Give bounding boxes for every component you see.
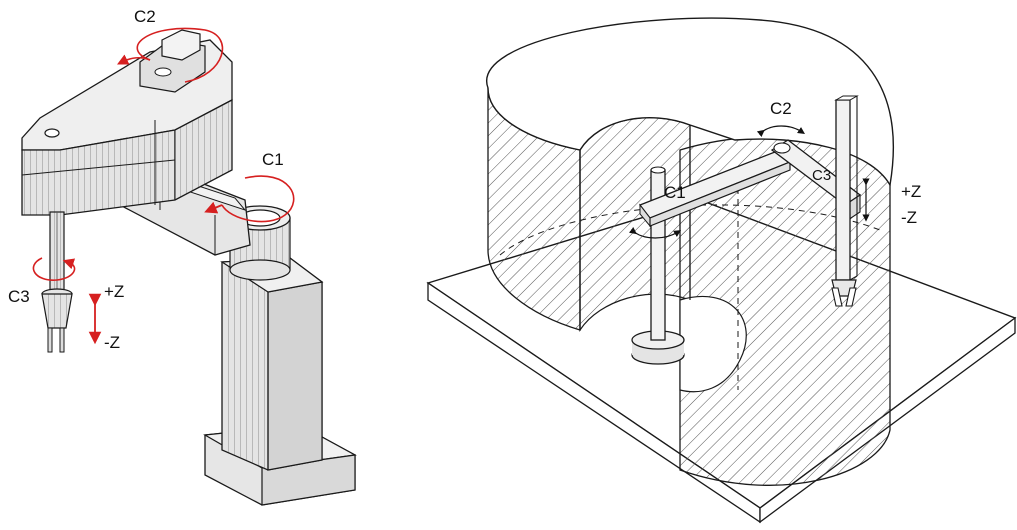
right-label-c1: C1 [664, 183, 686, 202]
right-label-c3: C3 [812, 167, 831, 184]
left-column [220, 257, 324, 471]
left-c1-rotation-arrow [204, 175, 295, 223]
left-robot: C2 C1 C3 +Z -Z [8, 7, 357, 506]
right-workspace: C2 C1 C3 +Z -Z [426, 17, 1017, 524]
left-upper-arm [21, 29, 233, 216]
left-label-c1: C1 [262, 150, 284, 169]
left-label-minus-z: -Z [104, 333, 120, 352]
left-label-c3: C3 [8, 287, 30, 306]
left-label-plus-z: +Z [104, 282, 124, 301]
right-label-plus-z: +Z [901, 182, 921, 201]
right-workspace-volume [485, 17, 894, 486]
right-robot-arm-1 [638, 149, 792, 228]
right-c2-rotation-arrow [756, 125, 805, 138]
left-c3-rotation-arrow [32, 257, 76, 281]
left-quill [49, 211, 65, 293]
right-label-c2: C2 [770, 99, 792, 118]
left-gripper [41, 288, 73, 353]
right-c1-rotation-arrow [628, 226, 682, 239]
left-c2-rotation-arrow [116, 27, 224, 83]
left-label-c2: C2 [134, 7, 156, 26]
right-label-minus-z: -Z [901, 208, 917, 227]
right-robot-gripper [831, 279, 857, 307]
